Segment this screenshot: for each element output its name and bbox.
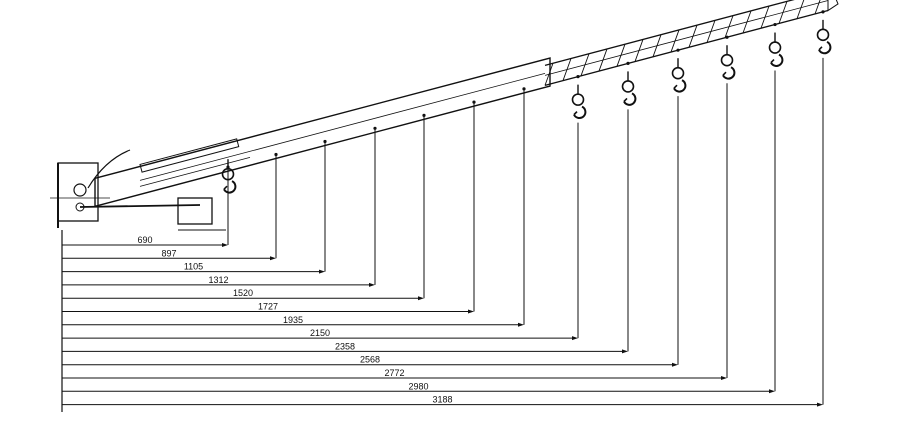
dimension-arrow <box>369 282 375 287</box>
lattice-web-member <box>544 63 554 86</box>
lattice-web-member <box>634 39 644 62</box>
dimension-label: 1105 <box>184 262 203 272</box>
lattice-web-member <box>760 5 770 29</box>
dimension-arrow <box>468 309 474 314</box>
pivot-pin <box>73 183 87 197</box>
boom-base-section <box>94 57 551 208</box>
sheave-point <box>576 75 580 79</box>
mounting-plate <box>57 162 99 222</box>
hook-positions <box>221 19 832 194</box>
lattice-web-member <box>688 25 698 48</box>
dimension-label: 2150 <box>310 328 330 338</box>
lattice-lower-chord <box>544 9 829 86</box>
dimension-label: 1935 <box>283 315 303 325</box>
dimension-arrow <box>222 243 228 247</box>
dimension-label: 2358 <box>335 341 355 351</box>
dimension-label: 2980 <box>408 381 428 391</box>
sheave-point <box>472 100 476 104</box>
dimension-label: 3188 <box>432 395 452 405</box>
lattice-web-member <box>562 58 572 81</box>
dimension-arrow <box>418 296 424 301</box>
crane-hook-icon <box>720 45 736 80</box>
lattice-web-member <box>670 29 680 53</box>
sheave-point <box>274 152 278 157</box>
crane-hook-icon <box>221 159 237 194</box>
reach-dimension-lines: 690 897 1105 1312 1520 1727 1935 2150 2358 2568 27… <box>61 230 823 412</box>
lattice-web-member <box>778 1 788 24</box>
crane-hook-icon <box>816 19 832 55</box>
crane-base-mount <box>50 149 226 231</box>
lattice-web-member <box>724 15 734 38</box>
boom-section-seam <box>139 156 251 187</box>
crane-hook-icon <box>671 58 687 93</box>
lattice-upper-chord <box>544 0 795 66</box>
hook-drop-lines <box>226 10 825 405</box>
sheave-point <box>676 48 680 52</box>
sheave-point <box>373 126 377 130</box>
sheave-point <box>821 10 825 14</box>
sheave-point <box>522 87 526 91</box>
lattice-web-member <box>706 20 716 43</box>
lattice-web-member <box>616 44 626 67</box>
lift-cylinder <box>79 204 201 208</box>
crane-hook-icon <box>621 71 637 106</box>
dimension-arrow <box>319 269 325 274</box>
dimension-arrow <box>622 349 628 354</box>
sheave-point <box>323 139 327 144</box>
dimension-arrow <box>518 322 524 327</box>
boom-label-plate <box>139 138 240 173</box>
lattice-web-member <box>652 34 662 57</box>
boom-section-seam <box>139 72 546 181</box>
crane-hook-icon <box>571 84 587 119</box>
sheave-point <box>422 113 426 117</box>
dimension-label: 1520 <box>233 288 253 298</box>
sheave-point <box>773 22 777 27</box>
boom-tip <box>827 0 839 12</box>
lattice-web-member <box>580 53 590 76</box>
lattice-web-member <box>598 48 608 72</box>
lattice-web-member <box>814 0 821 15</box>
hydraulic-arc <box>87 149 131 189</box>
sheave-point <box>725 35 729 39</box>
dimension-arrow <box>270 256 276 261</box>
dimension-arrow <box>817 402 823 407</box>
dimension-label: 1727 <box>258 302 278 312</box>
crane-hook-icon <box>768 32 784 67</box>
dimension-label: 1312 <box>208 275 228 285</box>
dimension-label: 690 <box>137 235 152 245</box>
lattice-web-member <box>742 10 752 34</box>
dimension-label: 2772 <box>384 368 404 378</box>
dimension-arrow <box>572 336 578 341</box>
telescopic-boom <box>94 0 839 208</box>
lattice-mid-chord <box>544 0 829 76</box>
carriage-block <box>177 197 213 225</box>
dimension-arrow <box>721 376 727 380</box>
dimension-arrow <box>672 362 678 367</box>
sheave-point <box>626 61 630 66</box>
dimension-label: 897 <box>161 248 176 258</box>
dimension-label: 2568 <box>360 355 380 365</box>
dimension-arrow <box>769 389 775 394</box>
lattice-web-member <box>796 0 805 19</box>
